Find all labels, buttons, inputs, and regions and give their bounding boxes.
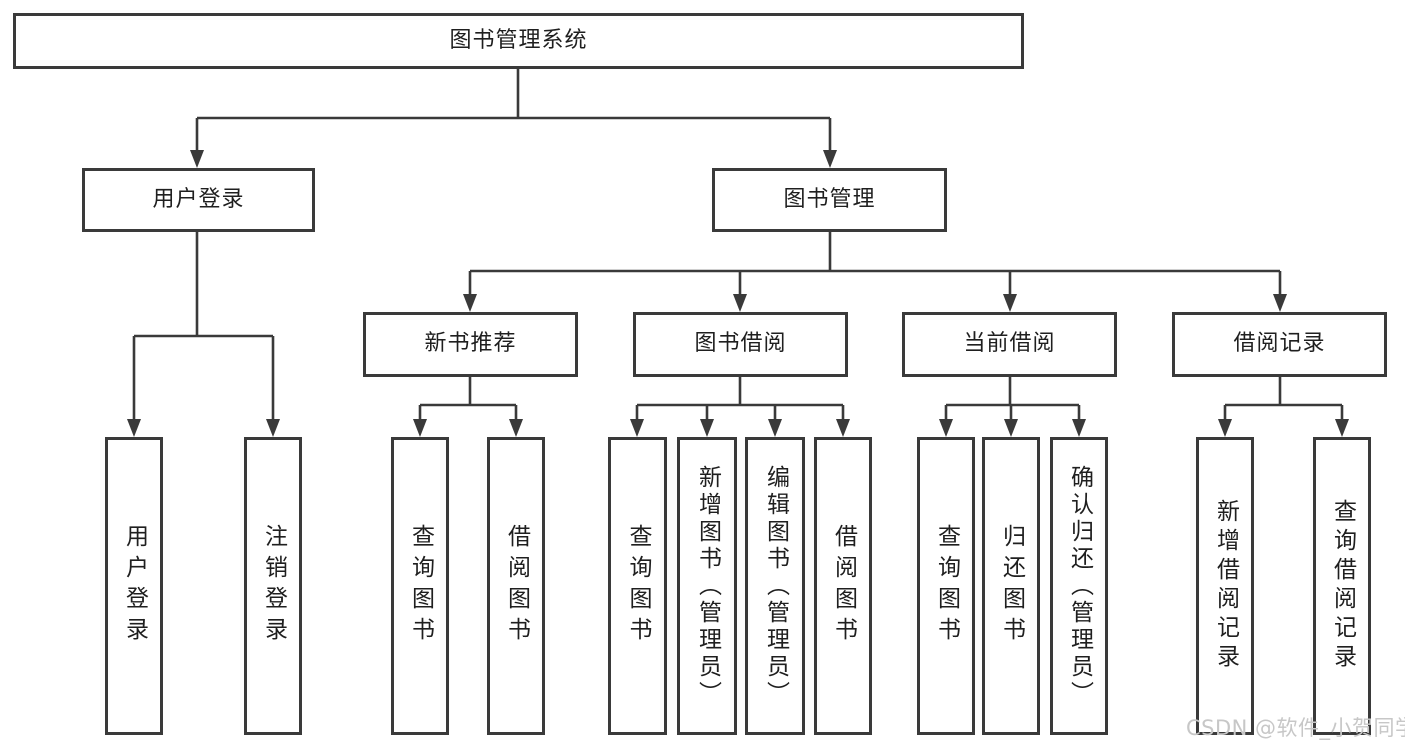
leaf-recommend-query-books: 查询图书 [391, 437, 449, 735]
leaf-borrowing-add-books-admin: 新增图书（管理员） [677, 437, 737, 735]
leaf-logout: 注销登录 [244, 437, 302, 735]
leaf-current-return-books: 归还图书 [982, 437, 1040, 735]
node-user-login: 用户登录 [82, 168, 315, 232]
leaf-recommend-borrow-books: 借阅图书 [487, 437, 545, 735]
leaf-records-add-record: 新增借阅记录 [1196, 437, 1254, 735]
node-new-book-recommend: 新书推荐 [363, 312, 578, 377]
leaf-borrowing-edit-books-admin: 编辑图书（管理员） [745, 437, 805, 735]
leaf-borrowing-borrow-books: 借阅图书 [814, 437, 872, 735]
node-borrowing-records: 借阅记录 [1172, 312, 1387, 377]
node-book-management: 图书管理 [712, 168, 947, 232]
node-current-borrowing: 当前借阅 [902, 312, 1117, 377]
leaf-user-login: 用户登录 [105, 437, 163, 735]
leaf-borrowing-query-books: 查询图书 [608, 437, 667, 735]
leaf-current-confirm-return-admin: 确认归还（管理员） [1050, 437, 1108, 735]
arrowheads [127, 150, 1349, 437]
node-book-borrowing: 图书借阅 [633, 312, 848, 377]
leaf-current-query-books: 查询图书 [917, 437, 975, 735]
leaf-records-query-record: 查询借阅记录 [1313, 437, 1371, 735]
csdn-watermark: CSDN @软件_小贺同学 [1186, 716, 1405, 740]
node-root: 图书管理系统 [13, 13, 1024, 69]
